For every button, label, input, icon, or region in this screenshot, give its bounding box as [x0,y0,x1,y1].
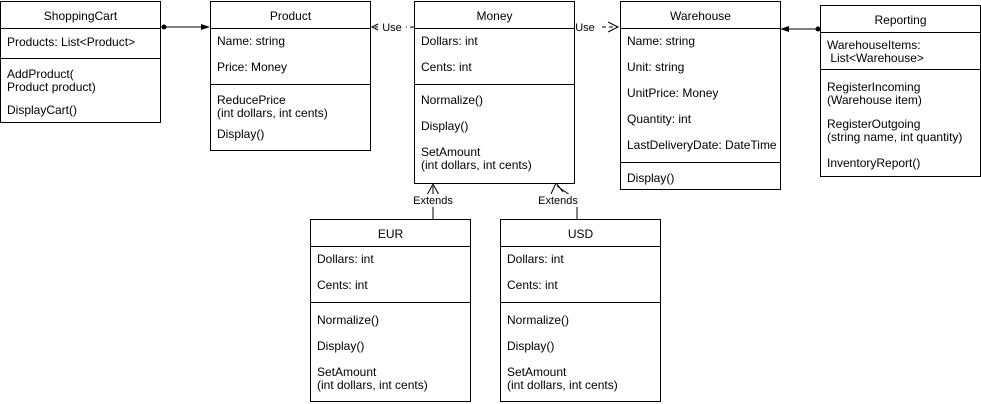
attribute-unitprice: UnitPrice: Money [627,86,719,100]
attribute-dollars: Dollars: int [421,34,478,48]
class-name: ShoppingCart [43,9,118,23]
header-divider [621,28,780,29]
class-name: EUR [377,227,404,241]
method-registerincoming: RegisterIncoming (Warehouse item) [827,80,922,107]
method-display: Display() [507,339,555,353]
edge-usd-money-extends: Extends [536,182,580,219]
method-registeroutgoing: RegisterOutgoing (string name, int quant… [827,117,963,144]
edge-money-warehouse-use: Use [546,20,620,34]
class-product[interactable]: Product Name: string Price: Money Reduce… [210,1,371,151]
attribute-quantity: Quantity: int [627,112,692,126]
method-setamount: SetAmount (int dollars, int cents) [507,365,618,392]
attribute-lastdeliverydate: LastDeliveryDate: DateTime [627,138,777,152]
class-eur[interactable]: EUR Dollars: int Cents: int Normalize() … [310,219,471,402]
attribute-price: Price: Money [217,60,288,74]
section-divider [311,302,470,303]
edge-label-bg [411,194,455,207]
attribute-name: Name: string [217,34,286,48]
attribute-cents: Cents: int [421,60,472,74]
attribute-name: Name: string [627,34,696,48]
edge-open-arrow [607,21,620,33]
method-display: Display() [217,127,265,141]
attribute-cents: Cents: int [507,278,558,292]
class-name: Money [476,9,513,23]
method-displaycart: DisplayCart() [7,103,78,117]
method-display: Display() [317,339,365,353]
header-divider [211,28,370,29]
edge-eur-money-extends: Extends [411,182,455,219]
method-setamount: SetAmount (int dollars, int cents) [317,365,428,392]
edge-shoppingcart-product [160,24,210,30]
edge-label-extends-eur: Extends [413,195,453,207]
edge-start-dot [815,26,821,32]
edge-reporting-warehouse [780,26,822,32]
edge-label-use-left: Use [382,22,402,34]
class-reporting[interactable]: Reporting WarehouseItems: List<Warehouse… [820,5,981,177]
header-divider [415,28,574,29]
method-normalize: Normalize() [421,93,484,107]
method-normalize: Normalize() [317,313,380,327]
edge-label-use-right: Use [575,22,595,34]
method-reduceprice: ReducePrice (int dollars, int cents) [217,93,328,120]
class-name: Reporting [874,13,927,27]
attribute-dollars: Dollars: int [507,252,564,266]
method-addproduct: AddProduct( Product product) [7,67,96,94]
class-name: Product [269,9,312,23]
method-normalize: Normalize() [507,313,570,327]
header-divider [821,32,980,33]
section-divider [621,162,780,163]
method-inventoryreport: InventoryReport() [827,156,921,170]
attribute-products: Products: List<Product> [7,35,136,49]
attribute-unit: Unit: string [627,60,685,74]
edge-start-dot [161,24,167,30]
method-display: Display() [421,119,469,133]
section-divider [211,84,370,85]
edge-open-arrow [426,182,440,196]
section-divider [821,69,980,70]
section-divider [1,58,160,59]
class-warehouse[interactable]: Warehouse Name: string Unit: string Unit… [620,1,781,190]
edge-product-money-use: Use [370,20,414,34]
edge-arrowhead [780,26,789,32]
edge-label-bg [378,20,406,34]
method-display: Display() [627,171,675,185]
attribute-warehouseitems: WarehouseItems: List<Warehouse> [827,38,924,65]
section-divider [501,302,660,303]
method-setamount: SetAmount (int dollars, int cents) [421,145,532,172]
header-divider [1,28,160,29]
attribute-cents: Cents: int [317,278,368,292]
header-divider [311,246,470,247]
header-divider [501,246,660,247]
class-name: USD [567,227,594,241]
class-money[interactable]: Money Dollars: int Cents: int Normalize(… [414,1,575,184]
edge-arrowhead [201,24,210,30]
class-name: Warehouse [670,9,731,23]
class-usd[interactable]: USD Dollars: int Cents: int Normalize() … [500,219,661,402]
attribute-dollars: Dollars: int [317,252,374,266]
edge-label-bg [571,20,599,34]
class-shoppingcart[interactable]: ShoppingCart Products: List<Product> Add… [0,1,161,123]
section-divider [415,84,574,85]
edge-label-extends-usd: Extends [538,195,578,207]
edge-label-bg [536,194,580,207]
